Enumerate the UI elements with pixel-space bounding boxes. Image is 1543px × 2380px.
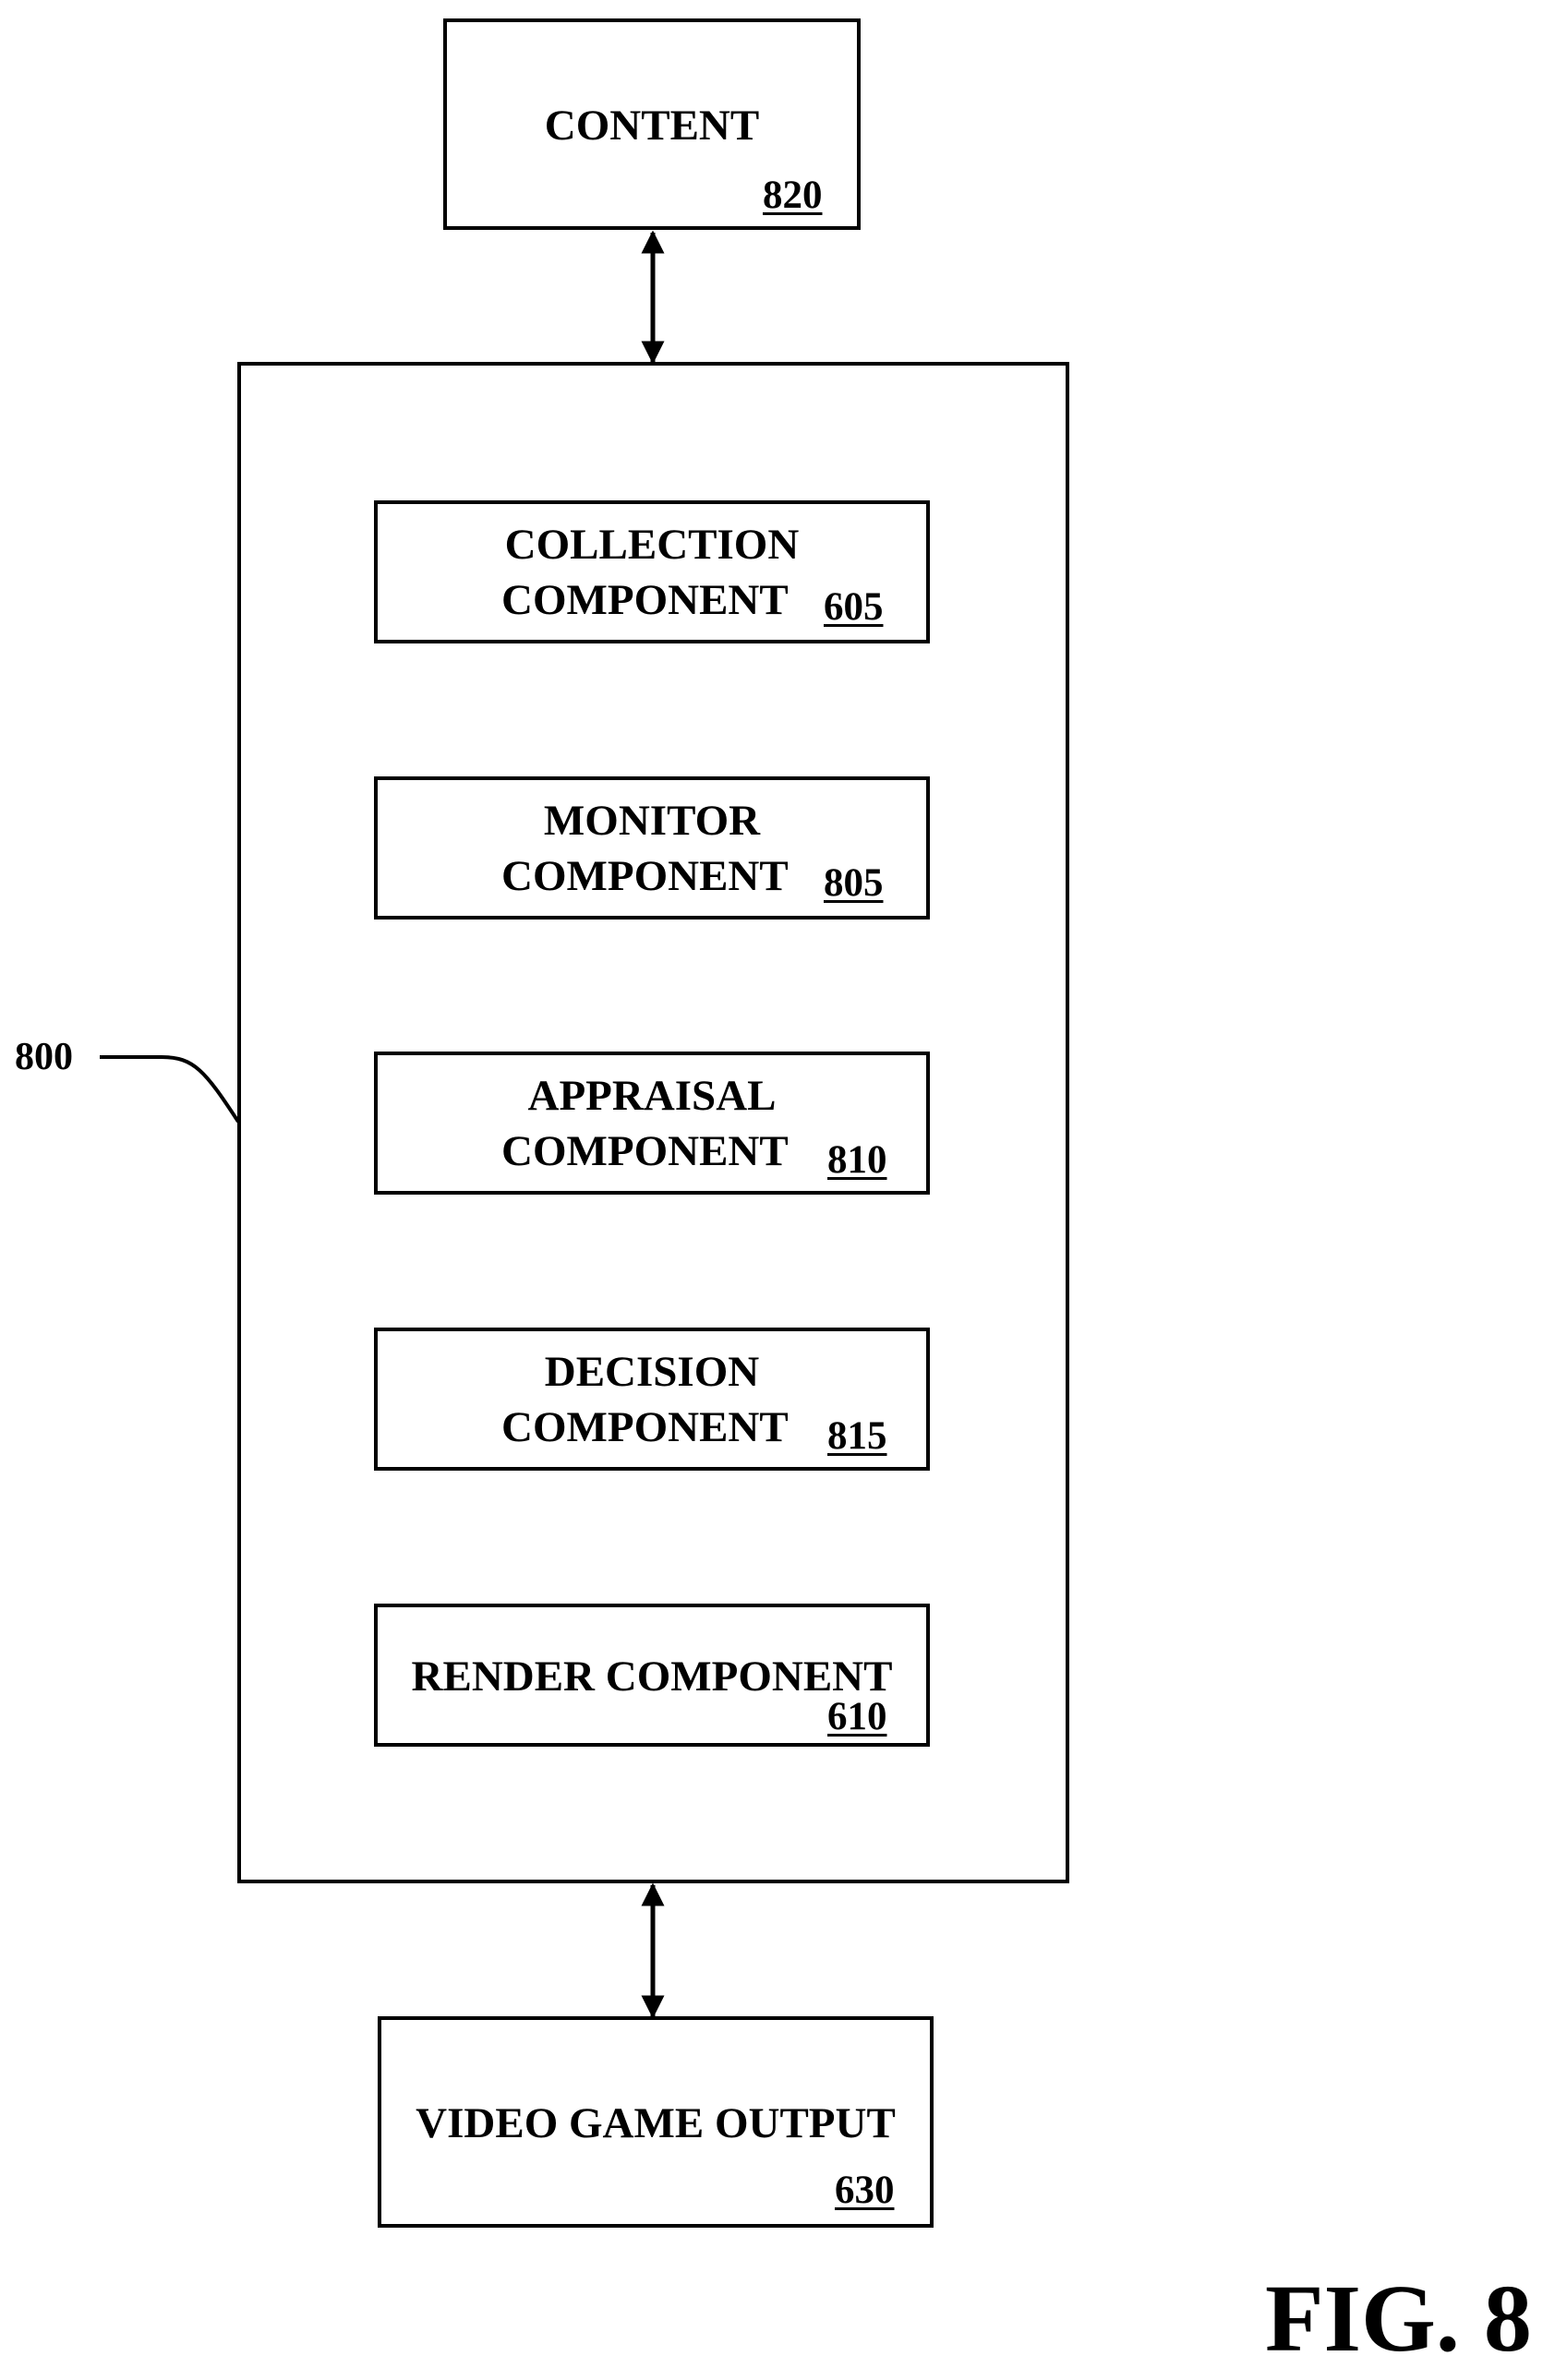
collection-component-line1: COLLECTION <box>378 523 926 567</box>
video-game-output-ref: 630 <box>835 2170 895 2210</box>
system-ref: 800 <box>15 1038 73 1076</box>
content-label: CONTENT <box>447 104 857 148</box>
monitor-component-ref: 805 <box>824 863 884 903</box>
system-callout-leader <box>100 1057 238 1122</box>
video-game-output-label: VIDEO GAME OUTPUT <box>381 2102 930 2146</box>
decision-component-line2: COMPONENT <box>501 1406 789 1449</box>
content-ref: 820 <box>763 175 823 215</box>
monitor-component-line2: COMPONENT <box>501 855 789 898</box>
render-component-box: RENDER COMPONENT 610 <box>374 1604 930 1747</box>
collection-component-ref: 605 <box>824 587 884 627</box>
appraisal-component-ref: 810 <box>827 1140 887 1180</box>
collection-component-box: COLLECTION COMPONENT 605 <box>374 500 930 643</box>
figure-label: FIG. 8 <box>1265 2271 1532 2367</box>
collection-component-line2: COMPONENT <box>501 579 789 622</box>
decision-component-box: DECISION COMPONENT 815 <box>374 1328 930 1471</box>
appraisal-component-line2: COMPONENT <box>501 1130 789 1173</box>
decision-component-line1: DECISION <box>378 1351 926 1394</box>
monitor-component-line1: MONITOR <box>378 799 926 843</box>
render-component-label: RENDER COMPONENT <box>378 1655 926 1699</box>
content-box: CONTENT 820 <box>443 18 861 230</box>
monitor-component-box: MONITOR COMPONENT 805 <box>374 776 930 920</box>
appraisal-component-line1: APPRAISAL <box>378 1075 926 1118</box>
decision-component-ref: 815 <box>827 1416 887 1456</box>
appraisal-component-box: APPRAISAL COMPONENT 810 <box>374 1052 930 1195</box>
render-component-ref: 610 <box>827 1697 887 1737</box>
video-game-output-box: VIDEO GAME OUTPUT 630 <box>378 2016 934 2228</box>
